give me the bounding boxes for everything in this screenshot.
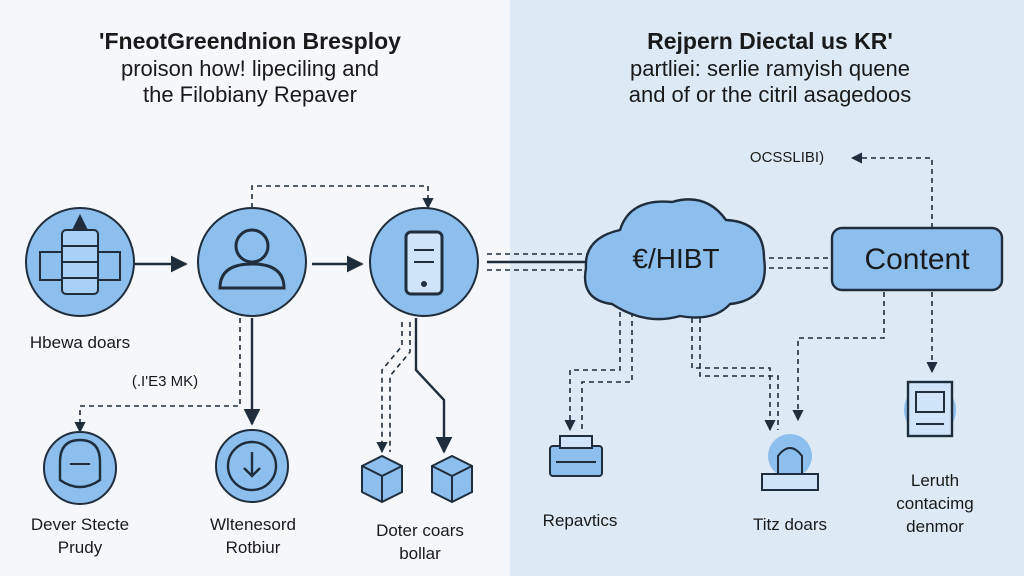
bottom3-line1: Doter coars [376,521,464,540]
bottom1-line2: Prudy [57,537,103,557]
node1-label: Hbewa doars [29,333,131,352]
mid-note: (.I'E3 MK) [131,373,199,390]
download-icon [215,429,289,503]
box-icon [361,454,473,504]
flow-arrows [135,253,832,454]
left-header: 'FneotGreendnion Bresploy proison how! l… [40,28,460,108]
tower-icon [25,207,135,317]
dashed-links [74,152,938,454]
user-icon [197,207,307,317]
right-subtitle-1: partliei: serlie ramyish quene [629,55,911,81]
bottom2-line1: Wltenesord [210,515,296,534]
cloud-icon [583,198,766,321]
content-box [830,226,1004,292]
bottom2-label: Wltenesord Rotbiur [188,514,318,560]
bottom3-label: Doter coars bollar [350,520,490,566]
bottom1-line1: Dever Stecte [30,515,130,534]
bottom3-line2: bollar [399,543,441,563]
phone-icon [369,207,479,317]
repavtics-label: Repavtics [542,511,618,530]
leruth-label: Leruth contacimg denmor [870,470,1000,539]
leruth-line1: Leruth [910,471,960,490]
printer-icon [549,435,603,477]
bottom1-label: Dever Stecte Prudy [10,514,150,560]
bottom2-line2: Rotbiur [225,537,281,557]
face-icon [43,431,117,505]
monitor-icon [904,380,956,438]
leruth-line3: denmor [906,516,964,536]
right-subtitle-2: and of or the citril asagedoos [628,81,912,107]
cloud-text: /HIBT [648,243,720,274]
left-subtitle-2: the Filobiany Repaver [142,81,357,107]
right-header: Rejpern Diectal us KR' partliei: serlie … [560,28,980,108]
right-title: Rejpern Diectal us KR' [647,28,893,54]
left-subtitle-1: proison how! lipeciling and [120,55,380,81]
cloud-prefix: € [632,243,648,274]
titz-label: Titz doars [752,515,827,534]
top-note: OCSSLIBI) [749,149,825,166]
leruth-line2: contacimg [896,493,974,513]
cloud-label: €/HIBT [606,240,746,278]
content-label: Content [864,243,970,276]
scale-icon [761,434,819,491]
left-title: 'FneotGreendnion Bresploy [99,28,401,54]
